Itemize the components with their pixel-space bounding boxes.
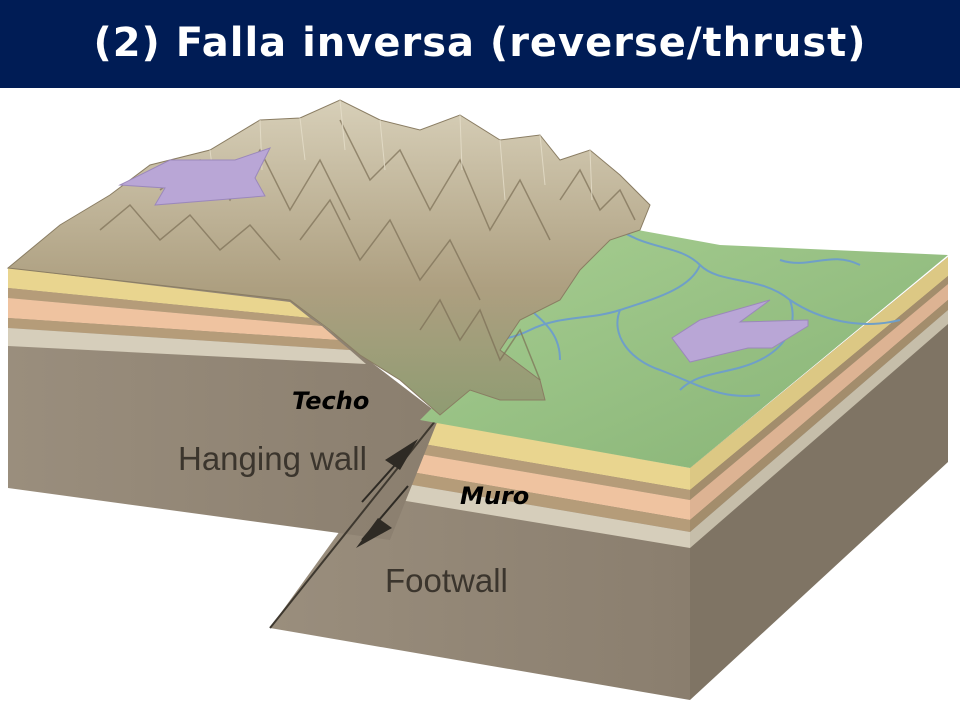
label-techo: Techo	[292, 387, 369, 415]
right-side-face	[690, 257, 948, 700]
title-bar	[0, 0, 960, 88]
fault-plane	[269, 414, 441, 629]
hanging-wall-block	[8, 268, 440, 540]
label-muro: Muro	[460, 482, 529, 510]
compression-arrow-left	[118, 147, 271, 206]
page-title: (2) Falla inversa (reverse/thrust)	[93, 20, 867, 66]
fault-diagram: Techo Hanging wall Muro Footwall	[0, 88, 960, 720]
label-footwall: Footwall	[385, 562, 508, 599]
footwall-slip-arrow	[356, 485, 409, 548]
hanging-wall-slip-arrow	[361, 439, 418, 503]
label-hanging-wall: Hanging wall	[178, 440, 367, 477]
compression-arrow-right	[671, 299, 809, 363]
